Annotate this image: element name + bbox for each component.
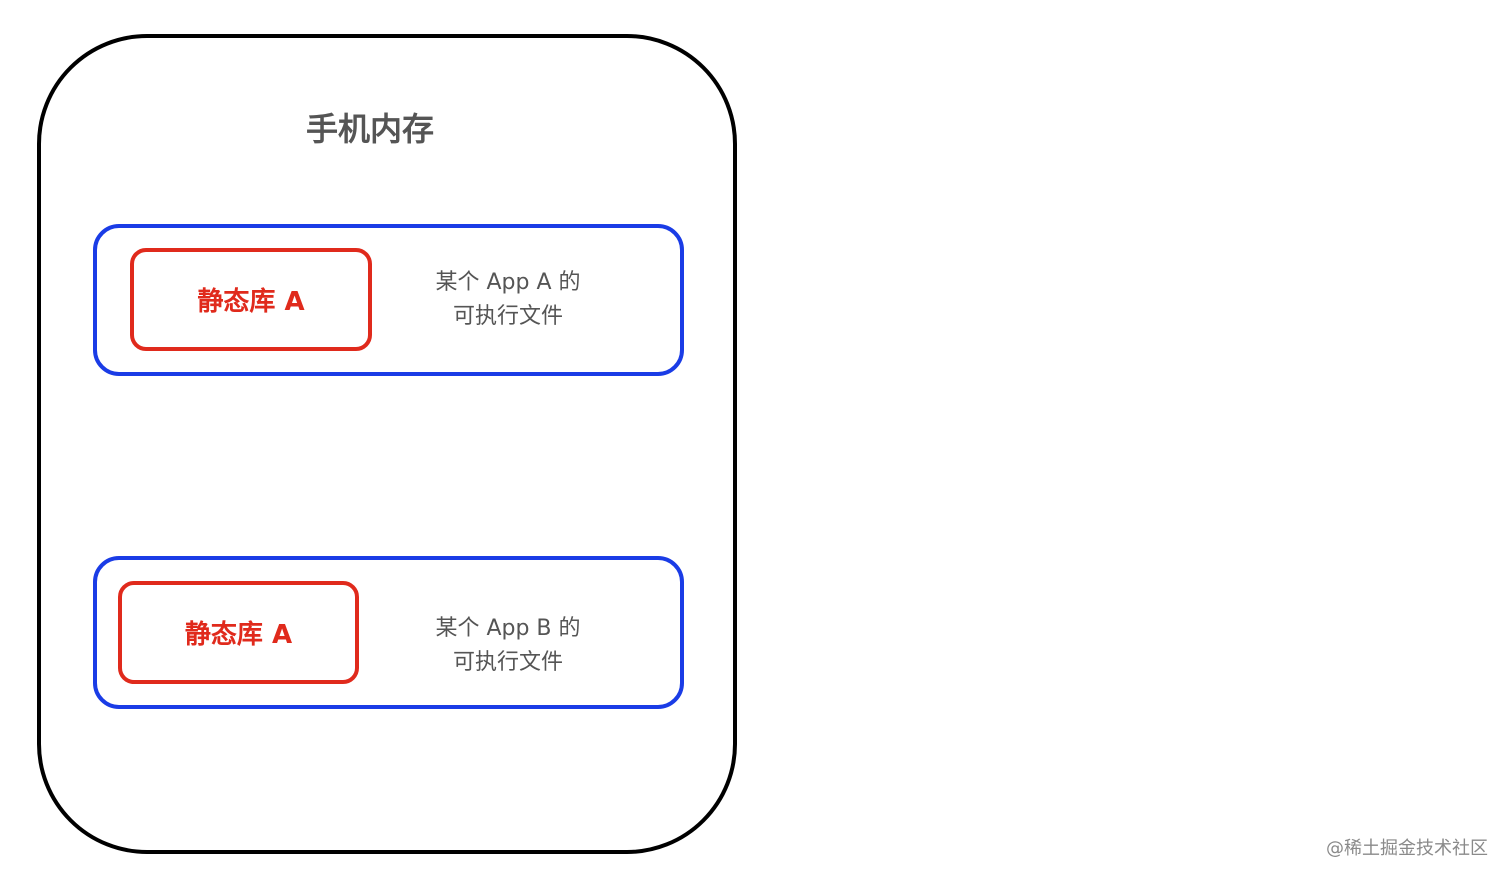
phone-memory-container	[37, 34, 737, 854]
app-a-executable-label: 某个 App A 的 可执行文件	[398, 266, 618, 334]
app-a-executable-box	[93, 224, 684, 376]
app-a-static-library-label: 静态库 A	[197, 287, 305, 317]
app-a-static-library-box: 静态库 A	[130, 248, 372, 351]
app-b-static-library-label: 静态库 A	[184, 620, 293, 650]
app-a-executable-label-line2: 可执行文件	[452, 304, 563, 329]
app-a-executable-label-line1: 某个 App A 的	[435, 270, 581, 295]
app-b-executable-label-line2: 可执行文件	[452, 650, 563, 675]
app-b-executable-label-line1: 某个 App B 的	[435, 616, 581, 641]
phone-memory-title: 手机内存	[305, 110, 434, 148]
app-b-executable-box	[93, 556, 684, 709]
app-b-static-library-box: 静态库 A	[118, 581, 359, 684]
watermark: @稀土掘金技术社区	[1326, 838, 1488, 859]
app-b-executable-label: 某个 App B 的 可执行文件	[398, 612, 618, 680]
